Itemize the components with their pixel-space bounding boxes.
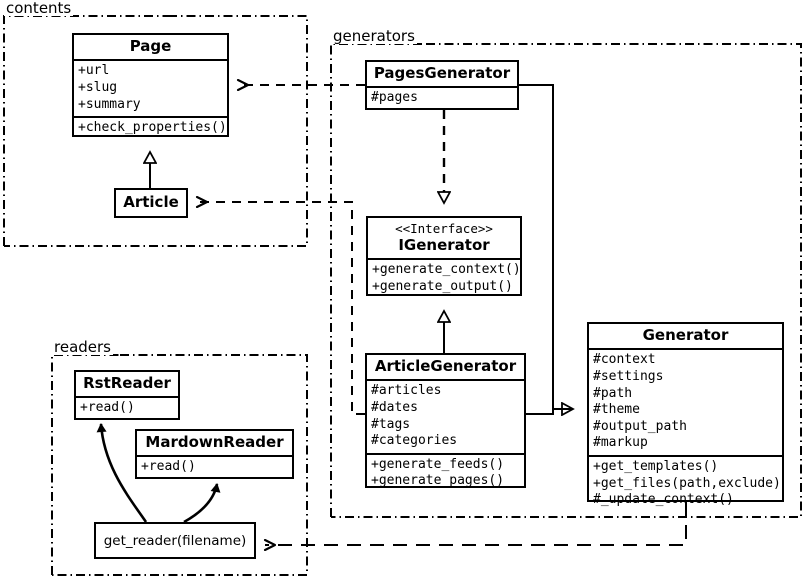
class-title-section: RstReader — [76, 372, 178, 399]
attribute-item: #tags — [371, 416, 411, 432]
class-name-article-generator: ArticleGenerator — [374, 357, 517, 375]
stereotype-label: <<Interface>> — [395, 221, 493, 236]
attribute-item: #output_path — [593, 418, 687, 434]
edge-getreader-to-mardownreader — [183, 483, 221, 524]
class-attributes-section: #articles #dates #tags #categories — [367, 381, 524, 455]
class-attributes-section: +url +slug +summary — [74, 61, 227, 119]
attribute-item: #context — [593, 352, 656, 368]
edge-articlegenerator-to-article — [197, 202, 365, 415]
class-title-section: MardownReader — [137, 431, 292, 458]
attribute-item: #articles — [371, 383, 442, 399]
method-item: +generate_output() — [372, 278, 513, 294]
method-item: +read() — [141, 459, 196, 475]
class-name-page: Page — [129, 37, 172, 55]
attribute-item: +slug — [78, 79, 118, 95]
function-label-get-reader: get_reader(filename) — [103, 532, 247, 549]
attribute-item: +summary — [78, 96, 141, 112]
class-methods-section: +generate_context() +generate_output() — [368, 260, 521, 298]
method-item: +check_properties() — [78, 120, 227, 136]
class-title-section: Generator — [589, 324, 782, 351]
class-box-pages-generator[interactable]: PagesGenerator #pages — [365, 60, 519, 110]
class-title-section: PagesGenerator — [367, 62, 517, 89]
method-item: +get_templates() — [593, 459, 719, 474]
attribute-item: #categories — [371, 433, 458, 449]
attribute-item: #dates — [371, 399, 418, 415]
class-name-generator: Generator — [642, 326, 729, 344]
package-label-generators: generators — [331, 27, 417, 45]
class-title-section: Article — [116, 190, 186, 216]
class-box-article-generator[interactable]: ArticleGenerator #articles #dates #tags … — [365, 353, 526, 488]
method-item: +get_files(path,exclude) — [593, 475, 781, 491]
class-box-article[interactable]: Article — [114, 188, 188, 218]
class-name-article: Article — [123, 192, 179, 211]
method-item: #_update_context() — [593, 492, 734, 508]
method-item: +generate_feeds() — [371, 456, 505, 472]
edge-articlegenerator-to-generator — [526, 408, 573, 415]
class-methods-section: +generate_feeds() +generate_pages() — [367, 455, 524, 493]
attribute-item: #markup — [593, 435, 648, 451]
class-name-rst-reader: RstReader — [83, 374, 171, 392]
class-box-rst-reader[interactable]: RstReader +read() — [74, 370, 180, 420]
method-item: +generate_context() — [372, 262, 521, 278]
class-attributes-section: #context #settings #path #theme #output_… — [589, 350, 782, 457]
package-label-contents: contents — [4, 0, 74, 17]
function-box-get-reader[interactable]: get_reader(filename) — [94, 522, 256, 559]
class-name-pages-generator: PagesGenerator — [373, 64, 511, 82]
class-name-igenerator: <<Interface>> IGenerator — [368, 218, 520, 258]
class-attributes-section: #pages — [367, 88, 517, 110]
class-methods-section: +read() — [137, 457, 292, 479]
method-item: +read() — [80, 400, 135, 416]
class-name-mardown-reader: MardownReader — [145, 433, 284, 451]
class-methods-section: +check_properties() — [74, 118, 227, 140]
class-title-section: ArticleGenerator — [367, 355, 524, 382]
class-box-igenerator[interactable]: <<Interface>> IGenerator +generate_conte… — [366, 216, 522, 296]
package-label-readers: readers — [52, 338, 113, 356]
attribute-item: #path — [593, 385, 633, 401]
attribute-item: #theme — [593, 402, 640, 418]
class-title-section: <<Interface>> IGenerator — [368, 218, 520, 261]
class-name-text: IGenerator — [398, 236, 490, 254]
class-title-section: Page — [74, 35, 227, 62]
class-methods-section: +get_templates() +get_files(path,exclude… — [589, 457, 782, 512]
attribute-item: #pages — [371, 90, 418, 106]
attribute-item: #settings — [593, 368, 664, 384]
class-box-generator[interactable]: Generator #context #settings #path #them… — [587, 322, 784, 507]
class-box-page[interactable]: Page +url +slug +summary +check_properti… — [72, 33, 229, 137]
edge-pagesgenerator-to-generator — [519, 84, 573, 409]
class-box-mardown-reader[interactable]: MardownReader +read() — [135, 429, 294, 479]
attribute-item: +url — [78, 63, 110, 79]
class-methods-section: +read() — [76, 398, 178, 420]
method-item: +generate_pages() — [371, 473, 505, 489]
